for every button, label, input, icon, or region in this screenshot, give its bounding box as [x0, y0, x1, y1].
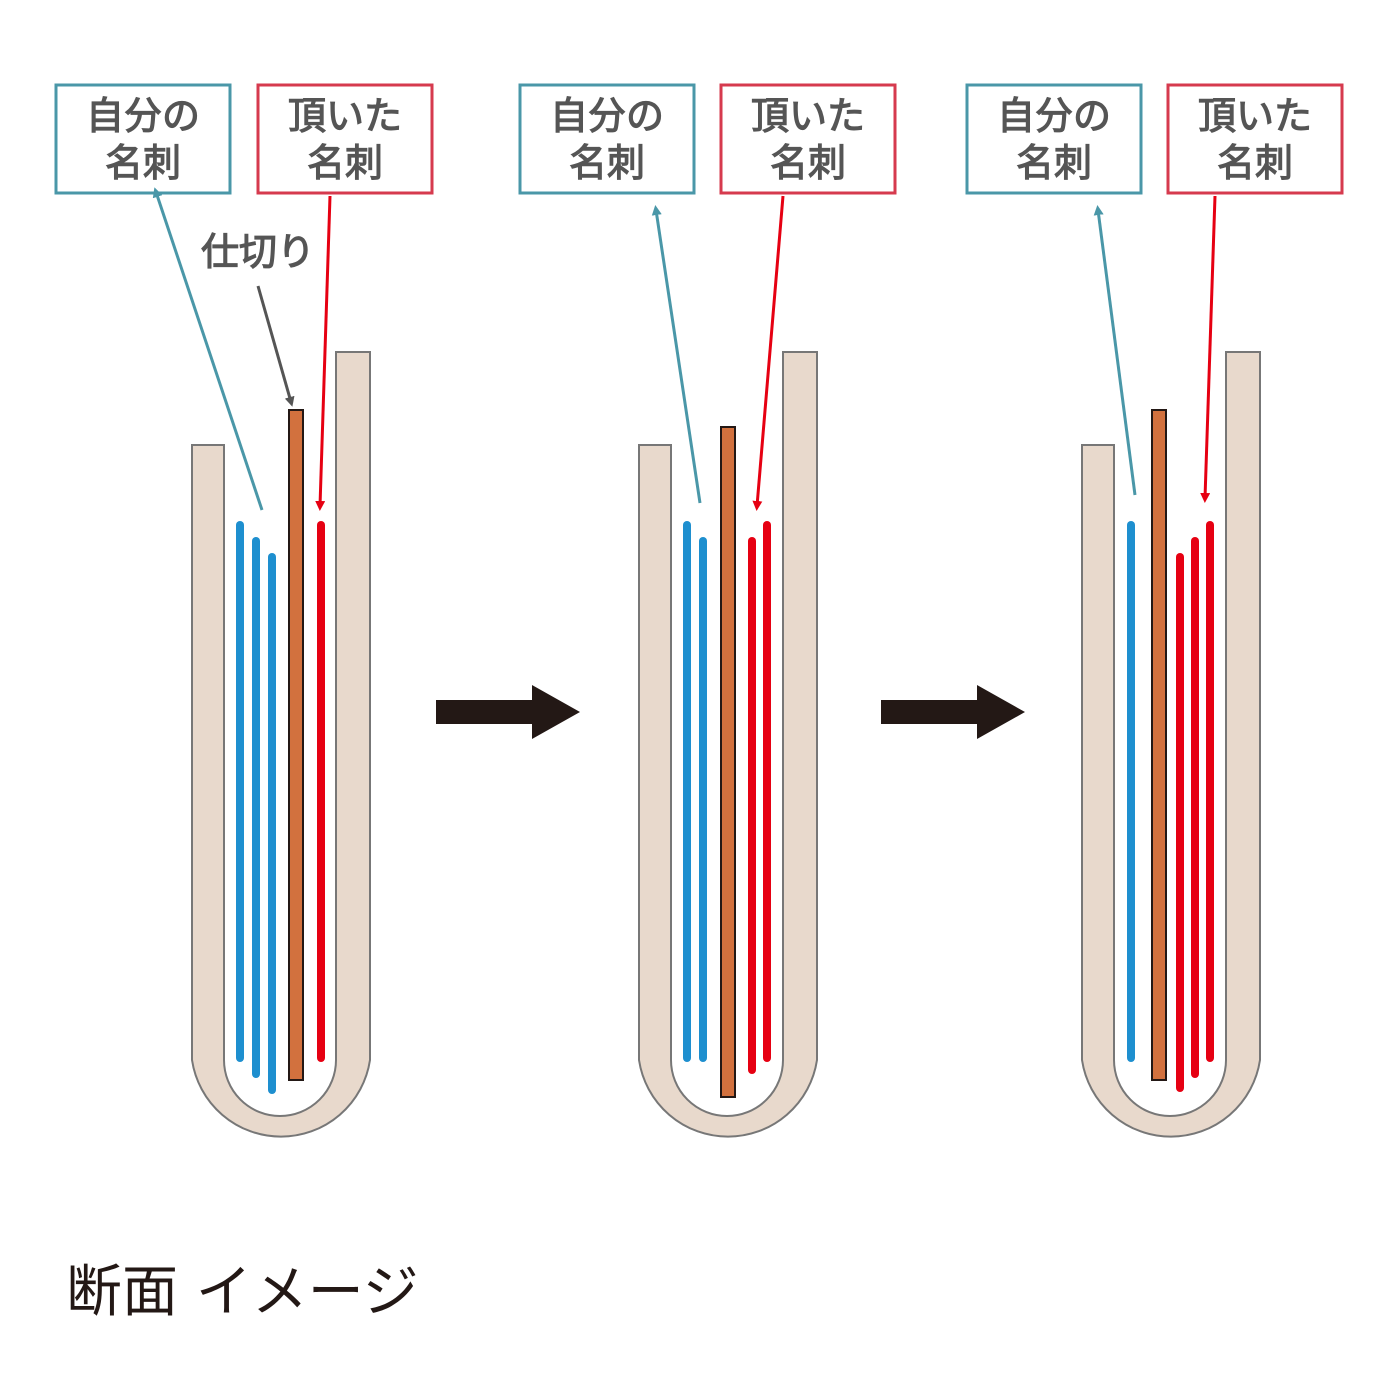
- own-card-pointer-arrow: [152, 187, 264, 511]
- caption: 断面 イメージ: [66, 1260, 419, 1325]
- own-card-pointer-arrow: [1093, 205, 1137, 496]
- divider: [1151, 409, 1167, 1081]
- received-card-label-box: [256, 83, 434, 195]
- received-card-pointer-arrow: [1200, 195, 1217, 503]
- divider: [288, 409, 304, 1081]
- received-card-label-line1: 頂いた: [288, 94, 402, 138]
- own-card-label-line2: 名刺: [569, 141, 645, 185]
- transition-arrow: [436, 685, 580, 739]
- received-card-label-line1: 頂いた: [1198, 94, 1312, 138]
- received-card-pointer-arrow: [315, 195, 332, 511]
- card-holder-section: [1081, 351, 1261, 1138]
- received-card-label-box: [1166, 83, 1344, 195]
- own-card-label-line1: 自分の: [86, 94, 200, 138]
- own-card-label-line1: 自分の: [997, 94, 1111, 138]
- stage-2: 自分の 名刺 頂いた 名刺: [518, 83, 897, 1138]
- own-card-label-line2: 名刺: [105, 141, 181, 185]
- received-card-label-box: [719, 83, 897, 195]
- card-holder-section: [638, 351, 818, 1138]
- received-card-label-line2: 名刺: [307, 141, 383, 185]
- own-card-label-line1: 自分の: [550, 94, 664, 138]
- divider-label: 仕切り: [201, 230, 315, 274]
- divider: [720, 426, 736, 1098]
- stage-3: 自分の 名刺 頂いた 名刺: [965, 83, 1344, 1138]
- divider-pointer-arrow: [256, 285, 295, 407]
- own-card-label-box: [54, 83, 232, 195]
- own-card-label-box: [965, 83, 1143, 195]
- received-card-pointer-arrow: [752, 195, 785, 511]
- received-card-label-line2: 名刺: [770, 141, 846, 185]
- stage-1: 自分の 名刺 頂いた 名刺 仕切り: [54, 83, 434, 1138]
- received-card-label-line2: 名刺: [1217, 141, 1293, 185]
- own-card-label-box: [518, 83, 696, 195]
- card-holder-section: [191, 351, 371, 1138]
- received-card-label-line1: 頂いた: [751, 94, 865, 138]
- own-card-pointer-arrow: [651, 205, 702, 504]
- transition-arrow: [881, 685, 1025, 739]
- own-card-label-line2: 名刺: [1016, 141, 1092, 185]
